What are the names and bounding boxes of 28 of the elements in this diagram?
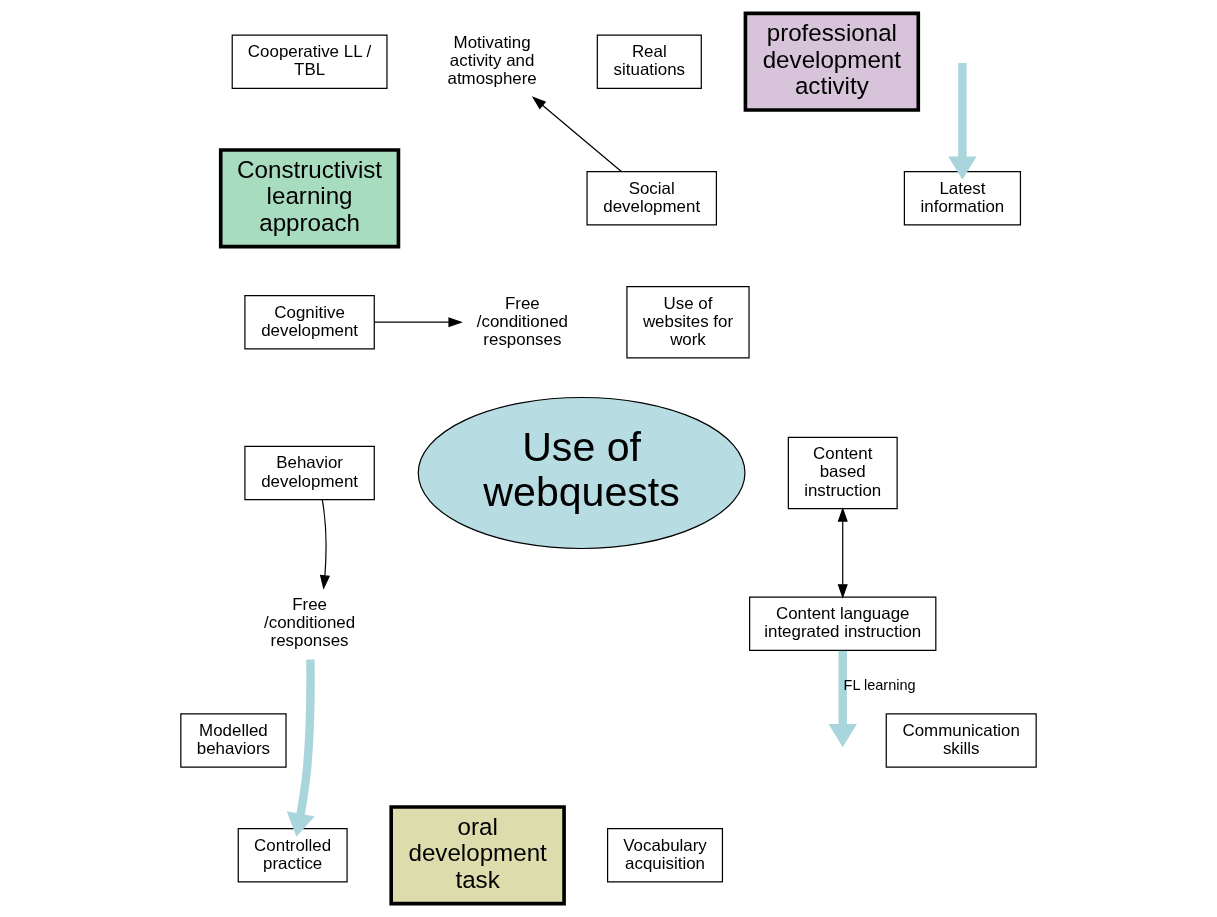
node-box: Latest information (903, 171, 1022, 226)
arrow (828, 650, 857, 748)
node-ellipse: Use of webquests (417, 396, 746, 550)
arrow (286, 659, 315, 837)
node-box: Cognitive development (244, 295, 375, 350)
node-box: Real situations (596, 34, 702, 89)
node-box: Modelled behaviors (180, 713, 287, 768)
arrow (837, 507, 848, 599)
arrow (319, 499, 330, 590)
node-box: Content based instruction (787, 436, 898, 510)
arrow (948, 63, 977, 180)
node-text: Free /conditioned responses (263, 595, 356, 651)
node-box: Content language integrated instruction (749, 596, 937, 651)
node-text: Motivating activity and atmosphere (447, 33, 537, 89)
node-box: Social development (586, 171, 717, 226)
node-box: oral development task (389, 805, 566, 906)
node-box: professional development activity (743, 11, 921, 112)
node-text: Free /conditioned responses (476, 293, 568, 349)
node-box: Use of websites for work (626, 285, 750, 359)
node-box: Behavior development (244, 445, 375, 501)
arrow (531, 96, 622, 173)
arrow (373, 317, 463, 328)
node-box: Vocabulary acquisition (607, 828, 724, 883)
node-box: Controlled practice (237, 828, 348, 883)
edge-label: FL learning (843, 677, 916, 694)
node-box: Communication skills (885, 713, 1037, 768)
node-box: Cooperative LL / TBL (231, 34, 388, 89)
node-box: Constructivist learning approach (218, 148, 401, 249)
